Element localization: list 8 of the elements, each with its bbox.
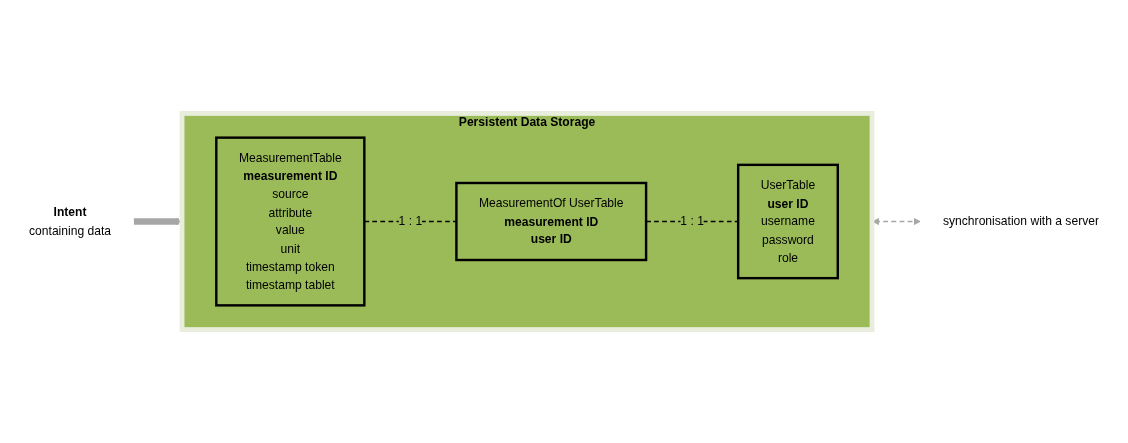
node-box: UserTable user ID username password role (736, 163, 839, 280)
node-box: MeasurementOf UserTable measurement ID user ID (455, 181, 648, 262)
node-box: MeasurementTable measurement ID source attribute value unit timestamp token timestamp tablet (215, 136, 366, 307)
node-text: Intent containing data (29, 204, 112, 237)
arrow (133, 217, 183, 226)
edge-label: 1 : 1 (398, 213, 423, 227)
edge-label: 1 : 1 (680, 213, 704, 227)
node-text: synchronisation with a server (943, 214, 1099, 228)
